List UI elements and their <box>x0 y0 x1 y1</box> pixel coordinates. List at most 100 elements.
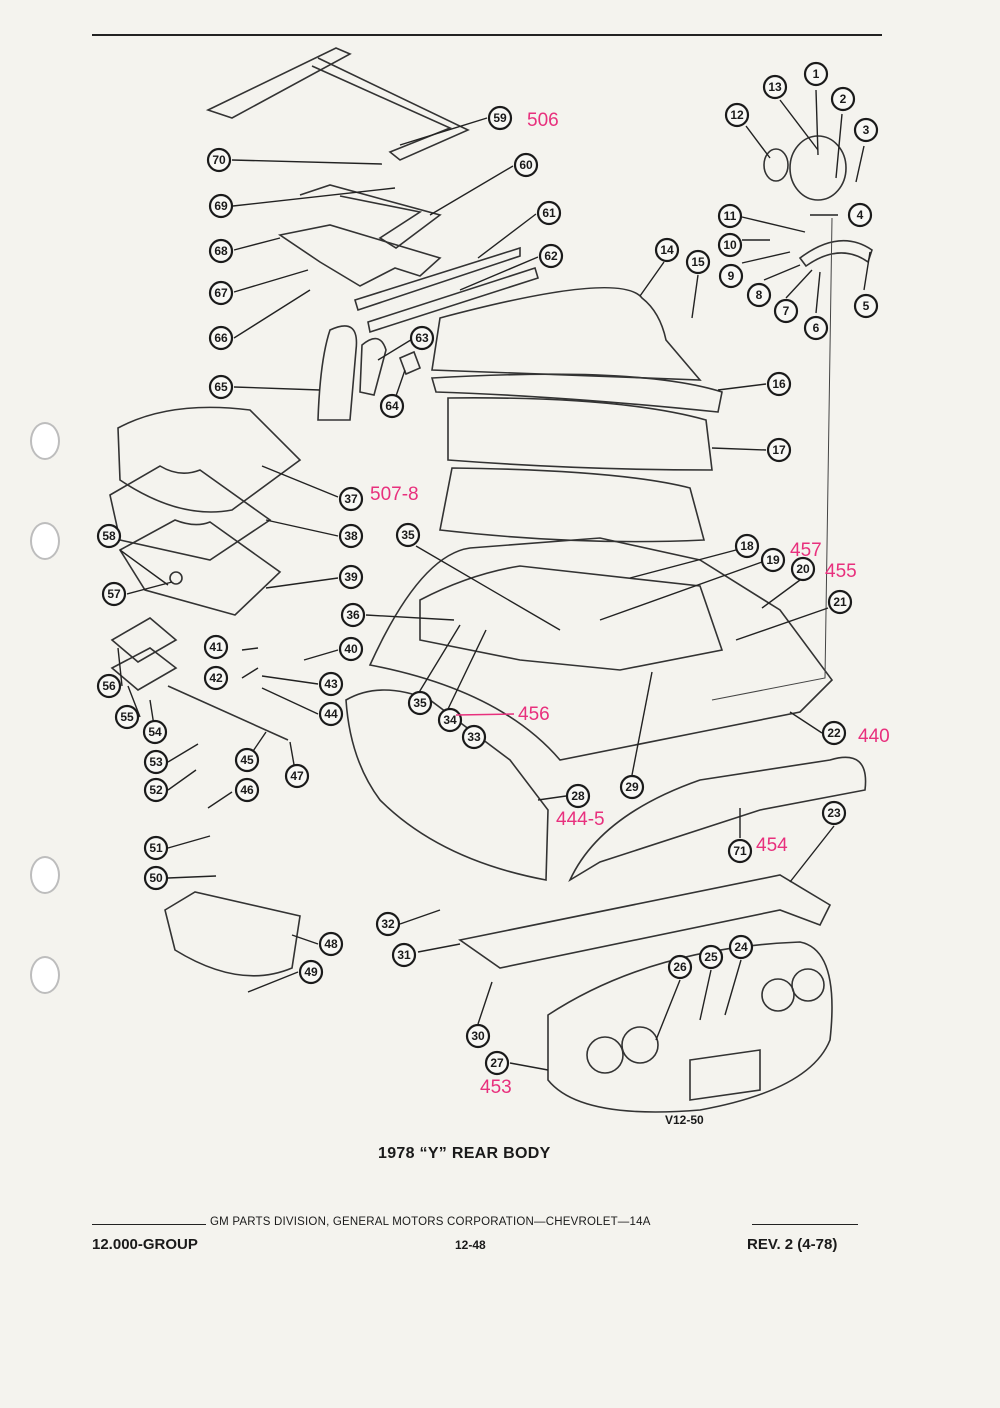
callout-36: 36 <box>340 602 366 628</box>
callout-23: 23 <box>821 800 847 826</box>
callout-27: 27 <box>484 1050 510 1076</box>
callout-47: 47 <box>284 763 310 789</box>
callout-56: 56 <box>96 673 122 699</box>
footer-credit: GM PARTS DIVISION, GENERAL MOTORS CORPOR… <box>210 1216 651 1228</box>
callout-26: 26 <box>667 954 693 980</box>
callout-32: 32 <box>375 911 401 937</box>
callout-33: 33 <box>461 724 487 750</box>
callout-21: 21 <box>827 589 853 615</box>
callout-22: 22 <box>821 720 847 746</box>
callout-39: 39 <box>338 564 364 590</box>
callout-46: 46 <box>234 777 260 803</box>
callout-17: 17 <box>766 437 792 463</box>
svg-text:31: 31 <box>397 948 411 962</box>
callout-11: 11 <box>717 203 743 229</box>
callout-65: 65 <box>208 374 234 400</box>
note-506: 506 <box>527 110 559 131</box>
part-drawings <box>109 47 873 1113</box>
callout-14: 14 <box>654 237 680 263</box>
callout-30: 30 <box>465 1023 491 1049</box>
callout-55: 55 <box>114 704 140 730</box>
top-rule <box>92 34 882 36</box>
svg-text:17: 17 <box>772 443 786 457</box>
footer-group: 12.000-GROUP <box>92 1236 198 1253</box>
svg-text:46: 46 <box>240 783 254 797</box>
callout-40: 40 <box>338 636 364 662</box>
footer-page-number: 12-48 <box>455 1238 486 1252</box>
callout-41: 41 <box>203 634 229 660</box>
svg-text:61: 61 <box>542 206 556 220</box>
callout-64: 64 <box>379 393 405 419</box>
callout-8: 8 <box>746 282 772 308</box>
svg-text:54: 54 <box>148 725 162 739</box>
svg-text:49: 49 <box>304 965 318 979</box>
svg-text:65: 65 <box>214 380 228 394</box>
callout-1: 1 <box>803 61 829 87</box>
callout-bubbles: 1 2 3 4 5 6 7 8 9 10 11 12 13 14 15 16 1… <box>96 61 879 1076</box>
callout-25: 25 <box>698 944 724 970</box>
callout-6: 6 <box>803 315 829 341</box>
note-457: 457 <box>790 540 822 561</box>
svg-text:1: 1 <box>813 67 820 81</box>
callout-34: 34 <box>437 707 463 733</box>
callout-68: 68 <box>208 238 234 264</box>
svg-text:9: 9 <box>728 269 735 283</box>
callout-50: 50 <box>143 865 169 891</box>
footer-revision: REV. 2 (4-78) <box>747 1236 838 1253</box>
callout-42: 42 <box>203 665 229 691</box>
note-507-8: 507-8 <box>370 484 419 505</box>
callout-35a: 35 <box>395 522 421 548</box>
svg-text:39: 39 <box>344 570 358 584</box>
note-456: 456 <box>518 704 550 725</box>
callout-52: 52 <box>143 777 169 803</box>
svg-text:25: 25 <box>704 950 718 964</box>
svg-text:19: 19 <box>766 553 780 567</box>
callout-12: 12 <box>724 102 750 128</box>
svg-text:63: 63 <box>415 331 429 345</box>
callout-19: 19 <box>760 547 786 573</box>
svg-text:18: 18 <box>740 539 754 553</box>
svg-text:41: 41 <box>209 640 223 654</box>
svg-text:35: 35 <box>413 696 427 710</box>
svg-text:26: 26 <box>673 960 687 974</box>
svg-text:35: 35 <box>401 528 415 542</box>
note-453: 453 <box>480 1077 512 1098</box>
footer-rule-left <box>92 1224 206 1225</box>
callout-16: 16 <box>766 371 792 397</box>
svg-text:8: 8 <box>756 288 763 302</box>
callout-24: 24 <box>728 934 754 960</box>
callout-71: 71 <box>727 838 753 864</box>
callout-61: 61 <box>536 200 562 226</box>
callout-63: 63 <box>409 325 435 351</box>
svg-text:5: 5 <box>863 299 870 313</box>
svg-text:51: 51 <box>149 841 163 855</box>
svg-text:71: 71 <box>733 844 747 858</box>
svg-text:14: 14 <box>660 243 674 257</box>
callout-3: 3 <box>853 117 879 143</box>
svg-text:55: 55 <box>120 710 134 724</box>
note-444-5: 444-5 <box>556 809 605 830</box>
callout-66: 66 <box>208 325 234 351</box>
svg-text:33: 33 <box>467 730 481 744</box>
svg-text:34: 34 <box>443 713 457 727</box>
callout-leaders <box>117 89 871 1071</box>
callout-62: 62 <box>538 243 564 269</box>
svg-text:59: 59 <box>493 111 507 125</box>
svg-text:21: 21 <box>833 595 847 609</box>
footer-rule-right <box>752 1224 858 1225</box>
callout-54: 54 <box>142 719 168 745</box>
callout-44: 44 <box>318 701 344 727</box>
svg-text:60: 60 <box>519 158 533 172</box>
svg-text:52: 52 <box>149 783 163 797</box>
callout-28: 28 <box>565 783 591 809</box>
svg-text:69: 69 <box>214 199 228 213</box>
punch-hole-2 <box>30 522 60 560</box>
svg-text:15: 15 <box>691 255 705 269</box>
svg-text:57: 57 <box>107 587 121 601</box>
callout-29: 29 <box>619 774 645 800</box>
callout-4: 4 <box>847 202 873 228</box>
svg-text:6: 6 <box>813 321 820 335</box>
callout-2: 2 <box>830 86 856 112</box>
svg-text:10: 10 <box>723 238 737 252</box>
svg-text:12: 12 <box>730 108 744 122</box>
